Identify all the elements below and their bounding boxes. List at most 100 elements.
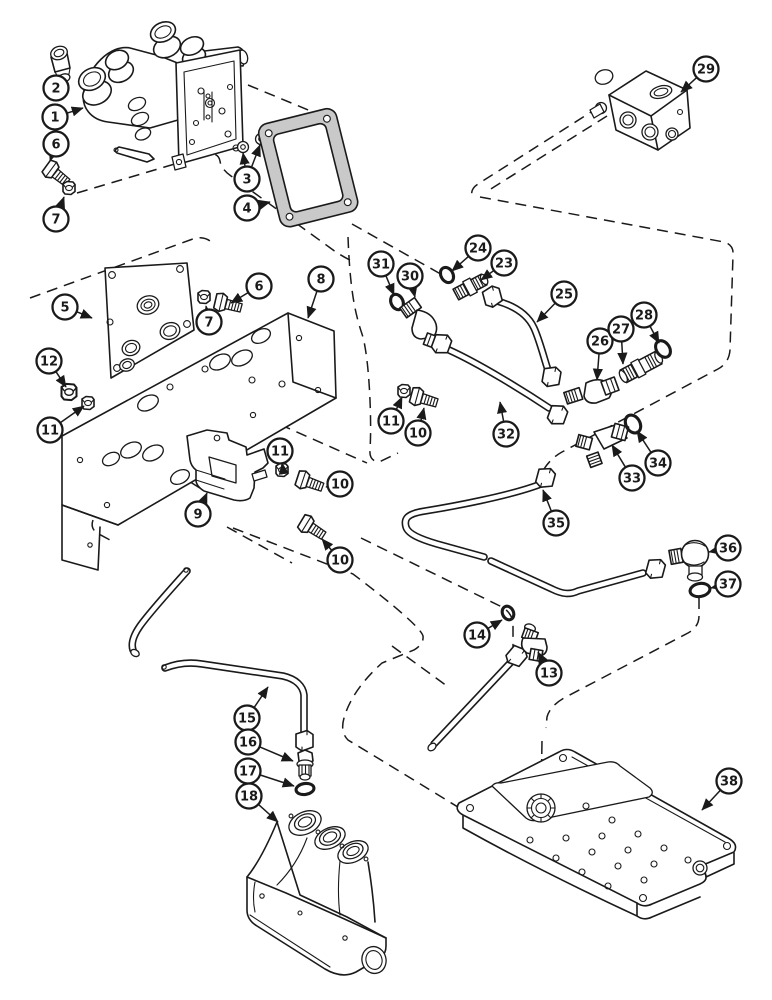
callout-24: 24: [451, 234, 492, 272]
callout-4: 4: [233, 194, 271, 222]
callout-10: 10: [321, 538, 354, 574]
callout-16: 16: [234, 728, 294, 762]
svg-text:6: 6: [51, 138, 60, 153]
svg-text:12: 12: [40, 355, 58, 370]
callout-32: 32: [492, 401, 520, 448]
svg-text:38: 38: [720, 775, 738, 790]
svg-text:7: 7: [204, 316, 213, 331]
bolt-10b: [293, 468, 327, 497]
callout-6: 6: [42, 130, 70, 162]
svg-text:18: 18: [240, 790, 258, 805]
part-1-control-valve: [77, 20, 249, 171]
callout-23: 23: [480, 249, 518, 281]
part-16-fitting: [296, 749, 314, 781]
svg-text:9: 9: [193, 508, 202, 523]
svg-text:10: 10: [409, 427, 427, 442]
part-9-bracket: [186, 429, 269, 502]
part-36-elbow: [668, 539, 710, 582]
part-29-valve-block: [589, 69, 691, 151]
callout-5: 5: [51, 293, 93, 321]
svg-text:3: 3: [242, 173, 251, 188]
callout-10: 10: [325, 470, 354, 498]
svg-text:37: 37: [719, 578, 737, 593]
svg-text:26: 26: [591, 335, 609, 350]
svg-text:29: 29: [697, 63, 715, 78]
svg-text:11: 11: [382, 415, 400, 430]
callout-35: 35: [542, 489, 570, 537]
callout-25: 25: [536, 280, 578, 323]
svg-text:33: 33: [623, 472, 641, 487]
part-4-gasket: [257, 107, 359, 228]
svg-text:10: 10: [331, 554, 349, 569]
svg-text:25: 25: [555, 288, 573, 303]
callout-6: 6: [230, 272, 273, 304]
svg-text:31: 31: [372, 258, 390, 273]
part-37-oring: [688, 581, 712, 599]
svg-text:15: 15: [238, 712, 256, 727]
svg-text:11: 11: [271, 445, 289, 460]
svg-text:24: 24: [469, 242, 487, 257]
callout-27: 27: [607, 315, 635, 365]
callout-33: 33: [611, 444, 646, 492]
svg-text:28: 28: [635, 309, 653, 324]
callout-13: 13: [535, 651, 563, 687]
svg-text:14: 14: [468, 629, 486, 644]
part-15-pipe: [128, 567, 314, 752]
callout-37: 37: [710, 570, 742, 598]
part-17-oring: [294, 781, 316, 797]
svg-text:36: 36: [719, 542, 737, 557]
callout-layer: 1234567678910101011111112131415161718232…: [35, 55, 743, 823]
nut-7b: [197, 289, 211, 305]
svg-text:16: 16: [239, 736, 257, 751]
svg-text:32: 32: [497, 428, 515, 443]
svg-text:2: 2: [51, 82, 60, 97]
part-25-pipe: [480, 283, 563, 390]
part-38-cover-plate: [456, 748, 737, 920]
callout-28: 28: [630, 301, 660, 344]
callout-2: 2: [42, 74, 70, 102]
svg-text:34: 34: [649, 457, 667, 472]
callout-12: 12: [35, 347, 67, 388]
callout-10: 10: [404, 407, 432, 447]
svg-text:23: 23: [495, 257, 513, 272]
callout-11: 11: [266, 437, 294, 475]
callout-38: 38: [701, 767, 743, 811]
bolt-10a: [407, 385, 441, 413]
part-30-elbow: [398, 296, 442, 350]
svg-text:13: 13: [540, 667, 558, 682]
callout-11: 11: [36, 405, 85, 444]
part-18-valve-body: [246, 810, 387, 976]
callout-14: 14: [463, 619, 503, 649]
callout-7: 7: [42, 196, 70, 233]
part-5-plate: [104, 262, 195, 379]
svg-text:35: 35: [547, 517, 565, 532]
part-27-adapter: [618, 350, 664, 384]
part-24-oring: [438, 265, 456, 285]
part-33-tee: [574, 422, 630, 469]
svg-text:1: 1: [50, 111, 59, 126]
callout-15: 15: [233, 686, 269, 732]
nut-11a: [81, 395, 95, 411]
callout-30: 30: [396, 262, 424, 298]
nut-7a: [62, 180, 76, 196]
callout-3: 3: [233, 144, 261, 193]
callout-8: 8: [306, 265, 335, 319]
svg-text:7: 7: [51, 213, 60, 228]
callout-36: 36: [708, 534, 742, 562]
svg-text:30: 30: [401, 270, 419, 285]
svg-text:10: 10: [331, 478, 349, 493]
callout-7: 7: [195, 305, 223, 336]
svg-text:6: 6: [254, 280, 263, 295]
svg-text:17: 17: [239, 765, 257, 780]
part-26-elbow: [563, 376, 620, 405]
part-8-bracket-plate: [61, 312, 337, 571]
callout-29: 29: [680, 55, 720, 93]
part-32-pipe: [429, 330, 570, 429]
svg-text:11: 11: [41, 424, 59, 439]
callout-31: 31: [367, 250, 395, 296]
part-35-pipe: [401, 464, 668, 598]
callout-26: 26: [586, 327, 614, 381]
part-14-oring: [500, 604, 516, 622]
